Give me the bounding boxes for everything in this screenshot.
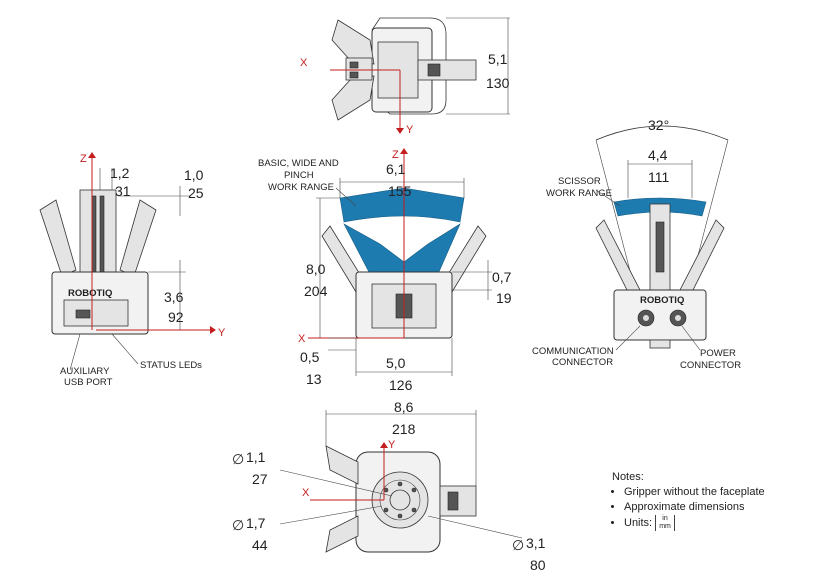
side-offset-mm: 25 [188,185,204,201]
front-right-offset-in: 0,7 [492,269,512,285]
basic-range-label-line3: WORK RANGE [268,182,334,193]
power-connector-label-line2: CONNECTOR [680,360,741,371]
units-prefix: Units: [624,516,653,529]
dia-small-in: 1,1 [246,449,266,465]
side-brand-label: ROBOTIQ [68,288,112,299]
scissor-angle: 32° [648,117,669,133]
status-leds-label: STATUS LEDs [140,360,202,371]
top-y-axis-label: Y [406,124,414,136]
front-body-width-mm: 126 [389,377,413,393]
basic-range-label-line1: BASIC, WIDE AND [258,158,339,169]
scissor-brand-label: ROBOTIQ [640,295,684,306]
notes-list: Gripper without the faceplate Approximat… [612,485,812,531]
bottom-y-axis-label: Y [388,439,396,451]
scissor-width-in: 4,4 [648,147,668,163]
scissor-width-mm: 111 [648,169,669,185]
dia-mid-in: 1,7 [246,515,266,531]
comm-connector-label-line1: COMMUNICATION [532,346,614,357]
dia-mid-symbol: ∅ [232,517,244,533]
side-base-height-mm: 92 [168,309,184,325]
top-view: X Y 5,1 130 [300,17,510,136]
scissor-range-label-line2: WORK RANGE [546,188,612,199]
top-height-in: 5,1 [488,51,508,67]
front-bottom-offset-in: 0,5 [300,349,320,365]
bottom-x-axis-label: X [302,487,310,499]
front-z-axis-label: Z [392,149,399,161]
dia-large-mm: 80 [530,557,546,573]
front-total-height-mm: 204 [304,283,328,299]
bottom-plan-width-in: 8,6 [394,399,414,415]
aux-usb-label-line1: AUXILIARY [60,366,110,377]
top-x-axis-label: X [300,57,308,69]
front-view: X Z BASIC, WIDE AND PINCH WORK RANGE 6,1… [258,148,512,393]
units-box: in mm [655,515,675,531]
front-work-width-in: 6,1 [386,161,406,177]
side-offset-in: 1,0 [184,167,204,183]
dia-large-in: 3,1 [526,535,546,551]
side-base-height-in: 3,6 [164,289,184,305]
notes-title: Notes: [612,471,644,483]
front-work-width-mm: 155 [388,183,412,199]
note-item-units: Units: in mm [624,515,812,531]
note-item: Approximate dimensions [624,500,812,515]
bottom-plan-width-mm: 218 [392,421,416,437]
scissor-view: 32° ROBOTIQ 4,4 111 SCISSOR WORK RANGE C… [532,117,741,371]
side-finger-width-mm: 31 [115,183,131,199]
front-right-offset-mm: 19 [496,290,512,306]
unit-mm: mm [659,523,671,530]
front-body-width-in: 5,0 [386,355,406,371]
side-z-axis-label: Z [80,153,87,165]
side-y-axis-label: Y [218,327,226,339]
dia-small-mm: 27 [252,471,268,487]
dia-mid-mm: 44 [252,537,268,553]
front-bottom-offset-mm: 13 [306,371,322,387]
notes-panel: Notes: Gripper without the faceplate App… [612,470,812,531]
side-view: ROBOTIQ Z Y 1,2 31 1,0 25 3,6 92 AUXILIA… [39,152,226,388]
note-item: Gripper without the faceplate [624,485,812,500]
scissor-range-label-line1: SCISSOR [558,176,601,187]
dia-small-symbol: ∅ [232,451,244,467]
side-finger-width-in: 1,2 [110,165,130,181]
basic-range-label-line2: PINCH [284,170,314,181]
front-x-axis-label: X [298,333,306,345]
bottom-view: X Y 8,6 218 ∅ 1,1 27 ∅ 1,7 44 ∅ 3,1 80 [232,399,546,573]
aux-usb-label-line2: USB PORT [64,377,113,388]
front-total-height-in: 8,0 [306,261,326,277]
unit-in: in [662,515,668,522]
power-connector-label-line1: POWER [700,348,736,359]
comm-connector-label-line2: CONNECTOR [552,357,613,368]
dia-large-symbol: ∅ [512,537,524,553]
top-height-mm: 130 [486,75,510,91]
